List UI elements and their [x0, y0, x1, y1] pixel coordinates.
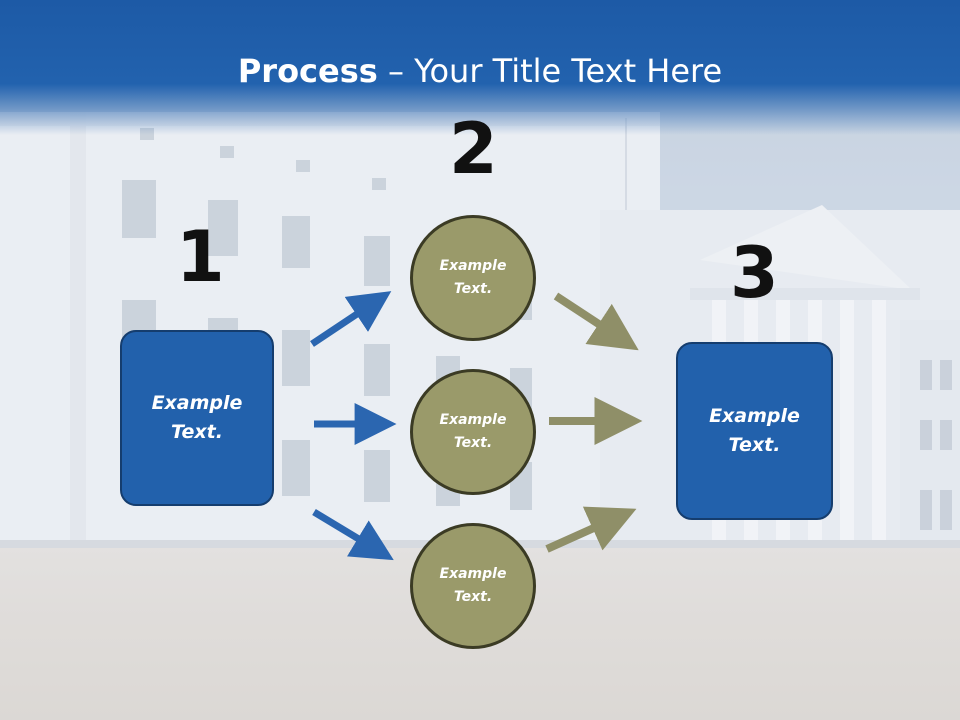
circle-1-line-1: Example: [439, 258, 507, 274]
left-box-line-1: Example: [151, 392, 243, 414]
left-box-line-2: Text.: [171, 421, 223, 443]
slide-title: Process – Your Title Text Here: [0, 52, 960, 90]
right-box-line-1: Example: [709, 405, 800, 427]
circle-1-line-2: Text.: [453, 281, 493, 297]
header-band: [0, 0, 960, 135]
arrow-circle-1-to-right: [553, 292, 639, 351]
circle-3-line-2: Text.: [453, 589, 493, 605]
step-number-2: 2: [449, 108, 498, 190]
step-number-3: 3: [730, 232, 779, 314]
arrow-circle-3-to-right: [545, 506, 637, 553]
circle-2-line-1: Example: [439, 412, 507, 428]
arrow-left-to-circle-3: [312, 509, 394, 561]
circle-3-line-1: Example: [439, 566, 507, 582]
step-number-1: 1: [176, 216, 225, 298]
arrow-left-to-circle-1: [310, 291, 392, 347]
title-rest: – Your Title Text Here: [377, 52, 723, 90]
circle-2-line-2: Text.: [453, 435, 493, 451]
title-bold: Process: [237, 52, 378, 90]
right-box-line-2: Text.: [728, 434, 781, 456]
